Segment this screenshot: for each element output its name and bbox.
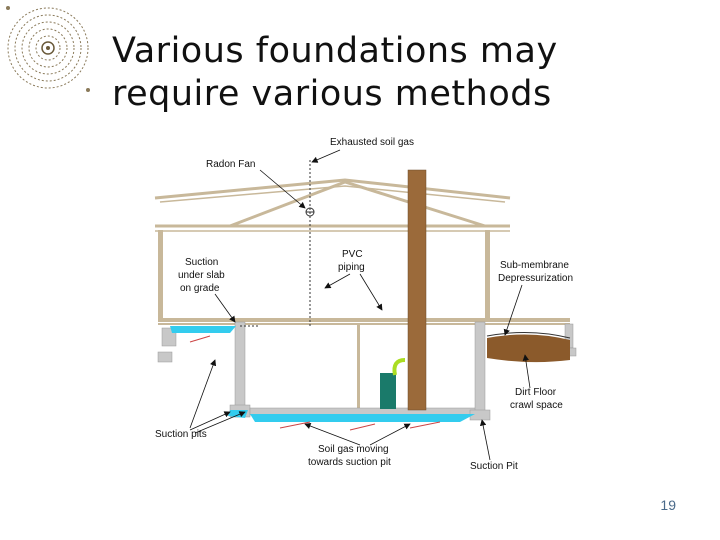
roof-inner-lines [155, 185, 510, 232]
label-soil-gas-1: Soil gas moving [318, 444, 389, 455]
label-suction-slab-3: on grade [180, 283, 220, 294]
page-number: 19 [660, 497, 676, 513]
label-pvc-2: piping [338, 262, 365, 273]
membrane-line [486, 331, 571, 339]
title-line-1: Various foundations may [112, 31, 558, 71]
fan-box [380, 373, 396, 409]
label-suction-slab-2: under slab [178, 270, 225, 281]
slide-title: Various foundations may require various … [112, 30, 672, 116]
gas-flow-arrows [189, 335, 441, 431]
chimney [407, 169, 427, 411]
label-submembrane-2: Depressurization [498, 273, 573, 284]
leader-arrows [189, 149, 531, 461]
radon-mitigation-diagram: Exhausted soil gas Radon Fan PVC piping … [154, 137, 577, 472]
label-exhausted: Exhausted soil gas [330, 137, 414, 148]
label-submembrane-1: Sub-membrane [500, 260, 569, 271]
title-line-2: require various methods [112, 74, 552, 114]
label-radon-fan: Radon Fan [206, 159, 255, 170]
label-soil-gas-2: towards suction pit [308, 457, 391, 468]
label-suction-slab-1: Suction [185, 257, 218, 268]
label-pvc-1: PVC [342, 249, 363, 260]
label-dirt-floor-2: crawl space [510, 400, 563, 411]
dirt-floor [487, 334, 570, 363]
green-pipe [392, 358, 406, 376]
soil-gas-areas [170, 326, 475, 422]
label-suction-pit: Suction Pit [470, 461, 518, 472]
label-dirt-floor-1: Dirt Floor [515, 387, 557, 398]
circular-logo-icon [6, 6, 90, 92]
roof-lines [154, 178, 511, 228]
label-suction-pits: Suction pits [155, 429, 207, 440]
house-walls [158, 230, 570, 410]
